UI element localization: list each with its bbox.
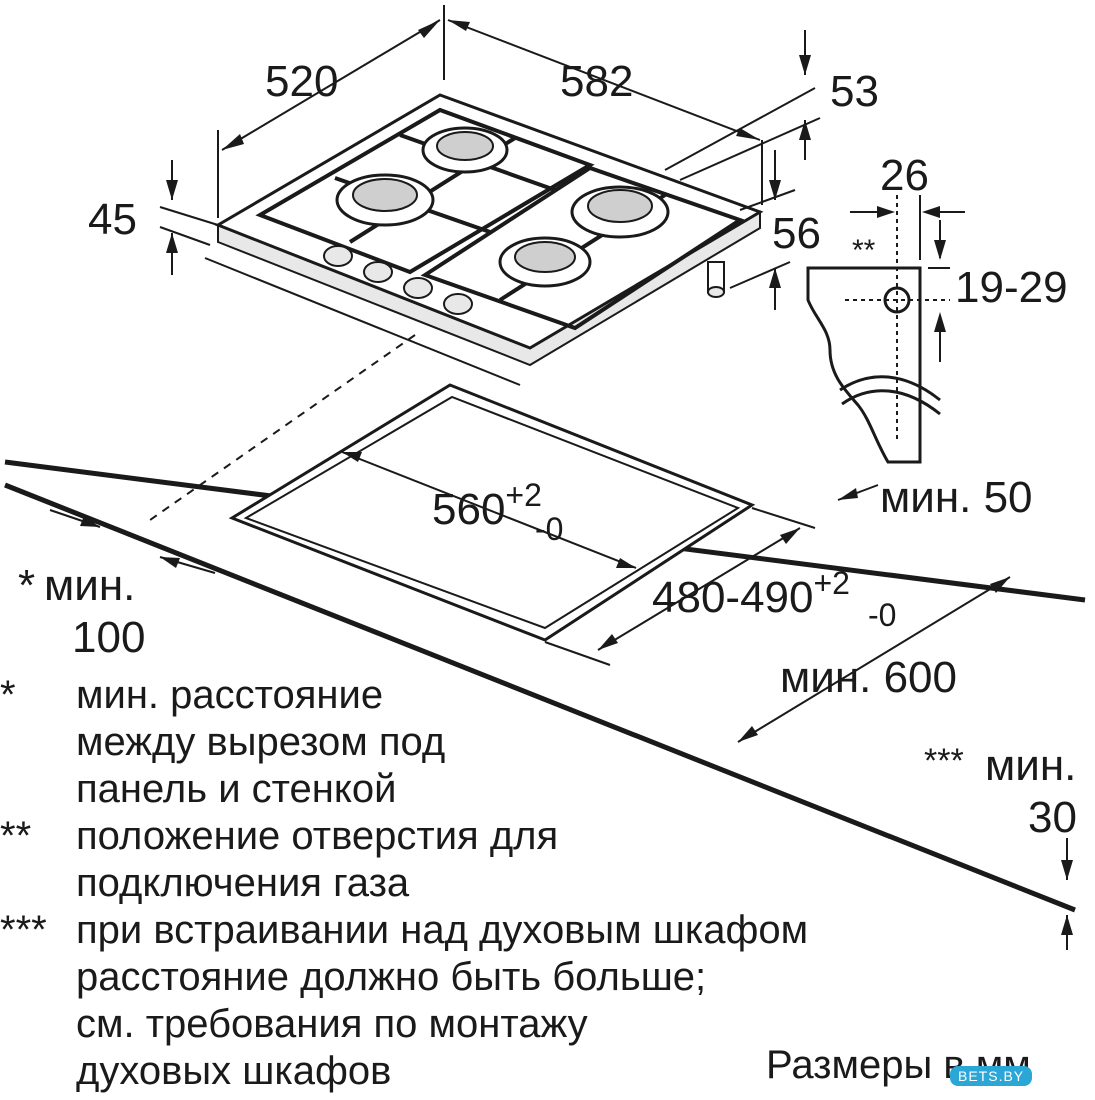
dim-cutout-width-label: 560+2 xyxy=(432,477,542,534)
dim-bottom-mark: *** xyxy=(924,742,964,780)
footnote-line: мин. расстояние xyxy=(76,673,384,717)
hob xyxy=(204,93,764,386)
footnote-line: расстояние должно быть больше; xyxy=(76,955,707,999)
countertop-cutout xyxy=(228,383,756,642)
burner-front-left xyxy=(335,173,435,227)
footnote-line: панель и стенкой xyxy=(76,767,397,811)
control-knobs xyxy=(323,245,473,315)
dim-gas-hole-label: 19-29 xyxy=(955,263,1068,312)
dim-bracket-mark: ** xyxy=(852,234,876,267)
gas-connector xyxy=(707,261,725,298)
dim-bottom-min-value: 30 xyxy=(1028,793,1077,842)
dim-min-depth-label: мин. 600 xyxy=(780,653,957,702)
footnote-line: подключения газа xyxy=(76,861,410,905)
footnote-line: при встраивании над духовым шкафом xyxy=(76,908,809,952)
dim-cutout-depth-label: 480-490+2 xyxy=(652,565,850,622)
footnote-2: ** положение отверстия для подключения г… xyxy=(0,813,1000,907)
burner-front-right xyxy=(498,236,592,288)
footnote-mark: *** xyxy=(0,908,47,952)
watermark-logo: BETS.BY xyxy=(950,1066,1033,1086)
dim-bracket-width-label: 26 xyxy=(880,151,929,200)
footnote-line: см. требования по монтажу xyxy=(76,1002,588,1046)
side-bracket xyxy=(806,195,965,464)
dim-height-label: 45 xyxy=(88,195,137,244)
footnote-line: между вырезом под xyxy=(76,720,446,764)
dim-cutout-depth-tolerance: -0 xyxy=(868,597,896,633)
footnote-1: * мин. расстояние между вырезом под пане… xyxy=(0,672,1000,813)
dim-cutout-width-tolerance: -0 xyxy=(535,511,563,547)
dim-left-min-label: мин. xyxy=(44,561,135,610)
dim-width-label: 520 xyxy=(265,57,338,106)
footnote-line: положение отверстия для xyxy=(76,814,559,858)
burner-rear-right xyxy=(570,185,670,239)
footnote-line: духовых шкафов xyxy=(76,1049,392,1093)
dim-left-min-value: 100 xyxy=(72,613,145,662)
footnotes: * мин. расстояние между вырезом под пане… xyxy=(0,672,1000,1095)
dim-depth-right-label: 53 xyxy=(830,67,879,116)
dim-leg-label: 56 xyxy=(772,209,821,258)
dim-bottom-min-label: мин. xyxy=(985,741,1076,790)
arrowheads xyxy=(80,20,1073,935)
footnote-mark: ** xyxy=(0,814,32,858)
dim-left-mark: * xyxy=(18,561,35,610)
dim-depth-label: 582 xyxy=(560,57,633,106)
burner-rear-left xyxy=(421,126,509,174)
dim-min-wall-label: мин. 50 xyxy=(880,473,1033,522)
footnote-mark: * xyxy=(0,673,16,717)
footnote-3: *** при встраивании над духовым шкафом р… xyxy=(0,907,1000,1095)
